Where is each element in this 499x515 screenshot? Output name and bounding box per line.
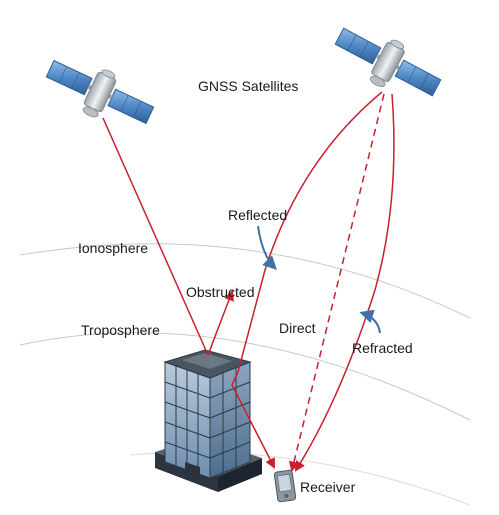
reflected-pointer-arrow (257, 225, 277, 270)
signal-refracted-path (294, 93, 395, 472)
obstructed-label: Obstructed (186, 284, 254, 300)
diagram-title: GNSS Satellites (198, 78, 298, 94)
receiver-label: Receiver (300, 479, 356, 495)
building-icon (155, 349, 262, 492)
direct-label: Direct (279, 320, 316, 336)
refracted-pointer-arrow (359, 309, 381, 334)
troposphere-boundary (19, 332, 471, 421)
receiver-phone-icon (273, 469, 297, 503)
signal-direct-path (288, 93, 385, 473)
ionosphere-boundary (19, 243, 471, 319)
troposphere-label: Troposphere (81, 322, 160, 338)
signal-reflected-bounce (231, 371, 275, 469)
signal-obstructed-path (102, 117, 209, 356)
refracted-label: Refracted (352, 340, 413, 356)
satellite-right-icon (334, 27, 442, 97)
signal-obstructed-deflect (207, 290, 234, 356)
ionosphere-label: Ionosphere (78, 240, 148, 256)
satellite-left-icon (45, 59, 155, 125)
reflected-label: Reflected (228, 207, 287, 223)
